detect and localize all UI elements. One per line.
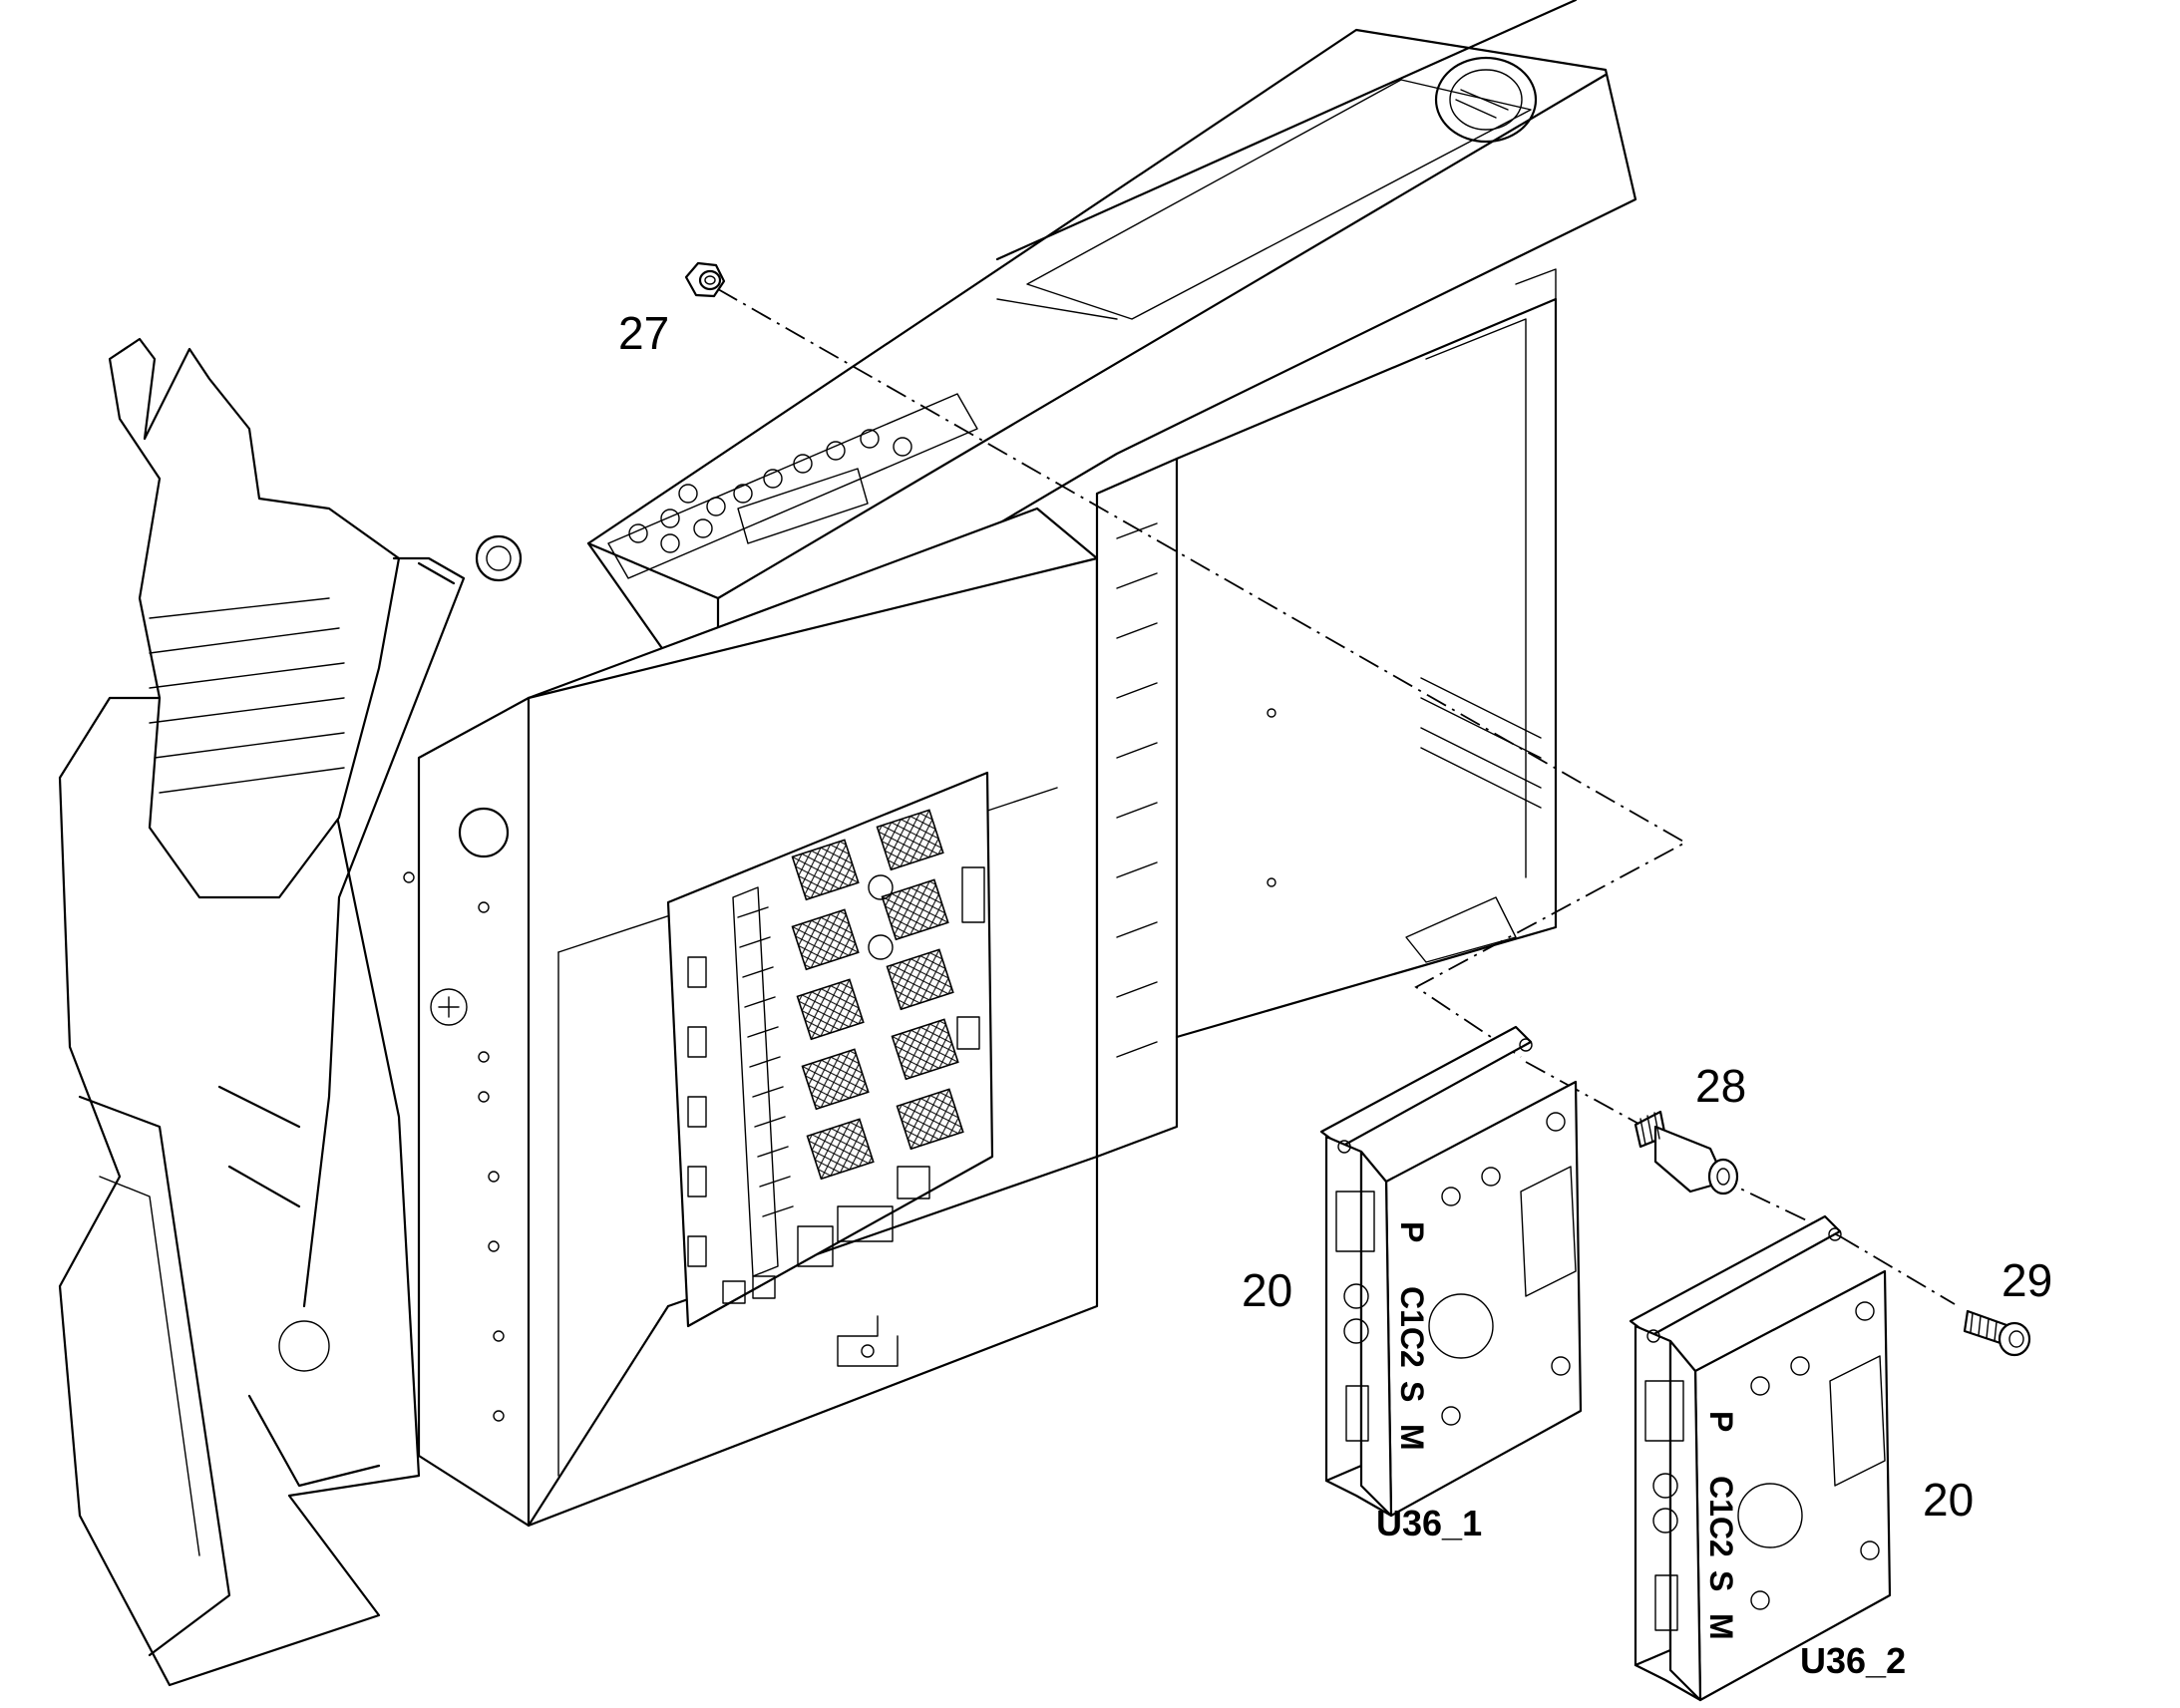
unit-label-u36-1: U36_1 — [1376, 1503, 1482, 1543]
joystick-icon — [108, 337, 401, 899]
console-assembly — [58, 0, 1637, 1687]
button-panel — [475, 393, 978, 582]
top-beam — [586, 0, 1637, 730]
control-module-icon — [1629, 1214, 1892, 1702]
unit-label-u36-2: U36_2 — [1800, 1640, 1906, 1681]
connector-p-label: P — [1394, 1221, 1430, 1242]
callout-20-u36-1: 20 — [1242, 1264, 1292, 1316]
socket-head-screw-icon — [1963, 1309, 2031, 1357]
callout-28: 28 — [1695, 1060, 1746, 1112]
standoff-spacer-icon — [1634, 1110, 1739, 1196]
side-frame — [1095, 268, 1558, 1159]
relay-board — [666, 771, 994, 1367]
callout-20-u36-2: 20 — [1923, 1474, 1974, 1526]
connector-c1c2-label: C1C2 — [1394, 1286, 1430, 1368]
connector-s-label: S — [1394, 1381, 1430, 1402]
joystick-armrest — [58, 337, 466, 1687]
assembly-lines — [717, 288, 1956, 1305]
connector-s-label: S — [1703, 1570, 1739, 1591]
hex-nut-icon — [684, 261, 726, 298]
control-module-icon — [1319, 1025, 1583, 1518]
connector-m-label: M — [1703, 1613, 1739, 1640]
callout-29: 29 — [2001, 1254, 2052, 1306]
connector-p-label: P — [1703, 1411, 1739, 1432]
callout-27: 27 — [618, 307, 669, 359]
u36-2-connector-labels: P C1C2 S M — [1703, 1411, 1739, 1640]
connector-c1c2-label: C1C2 — [1703, 1476, 1739, 1557]
u36-1-connector-labels: P C1C2 S M — [1394, 1221, 1430, 1451]
connector-m-label: M — [1394, 1424, 1430, 1451]
